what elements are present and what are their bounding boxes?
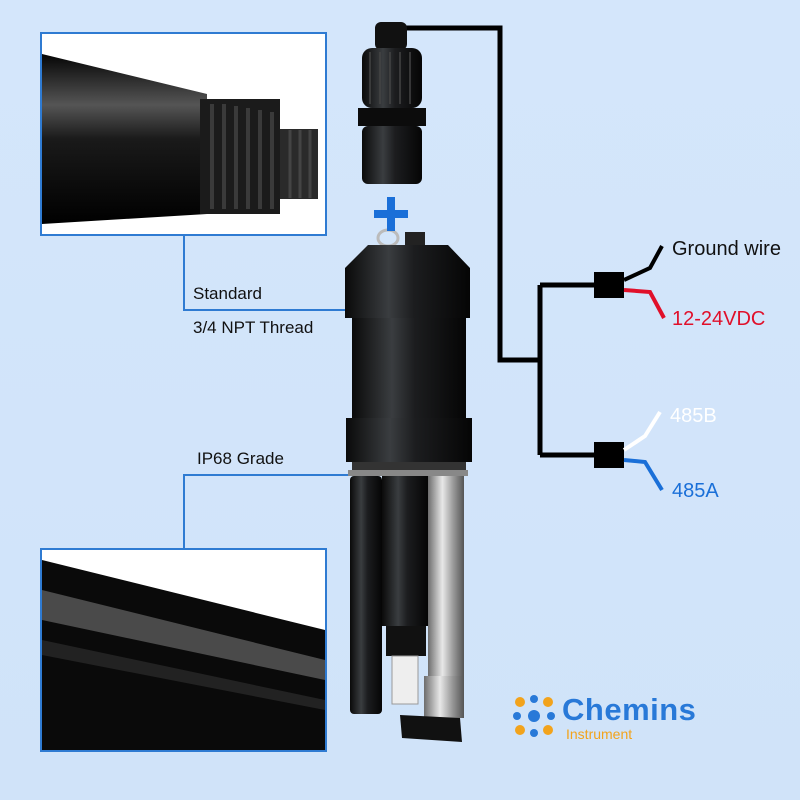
ip-grade-label: IP68 Grade [197,449,284,468]
rs485b-label: 485B [670,405,717,427]
a-wire [623,458,664,492]
brand-subtitle: Instrument [566,726,633,742]
power-wire-label: 12-24VDC [672,308,766,330]
rs485a-label: 485A [672,480,719,502]
ground-wire-label: Ground wire [672,238,781,260]
brand-logo-icon [513,695,555,737]
lower-splice [594,442,624,468]
ip68-closeup-image [40,548,327,752]
b-wire [622,410,662,452]
cable-connector [358,22,426,184]
thread-label-line1: Standard [193,284,262,303]
probes [350,476,464,742]
thread-closeup-image [40,32,327,236]
plus-icon [374,197,408,231]
brand-name: Chemins [562,692,697,727]
upper-splice [594,272,624,298]
thread-label-line2: 3/4 NPT Thread [193,318,314,337]
sensor-housing [345,228,472,476]
callout-lines [183,232,350,548]
ground-wire [623,245,664,282]
power-wire [623,288,666,319]
